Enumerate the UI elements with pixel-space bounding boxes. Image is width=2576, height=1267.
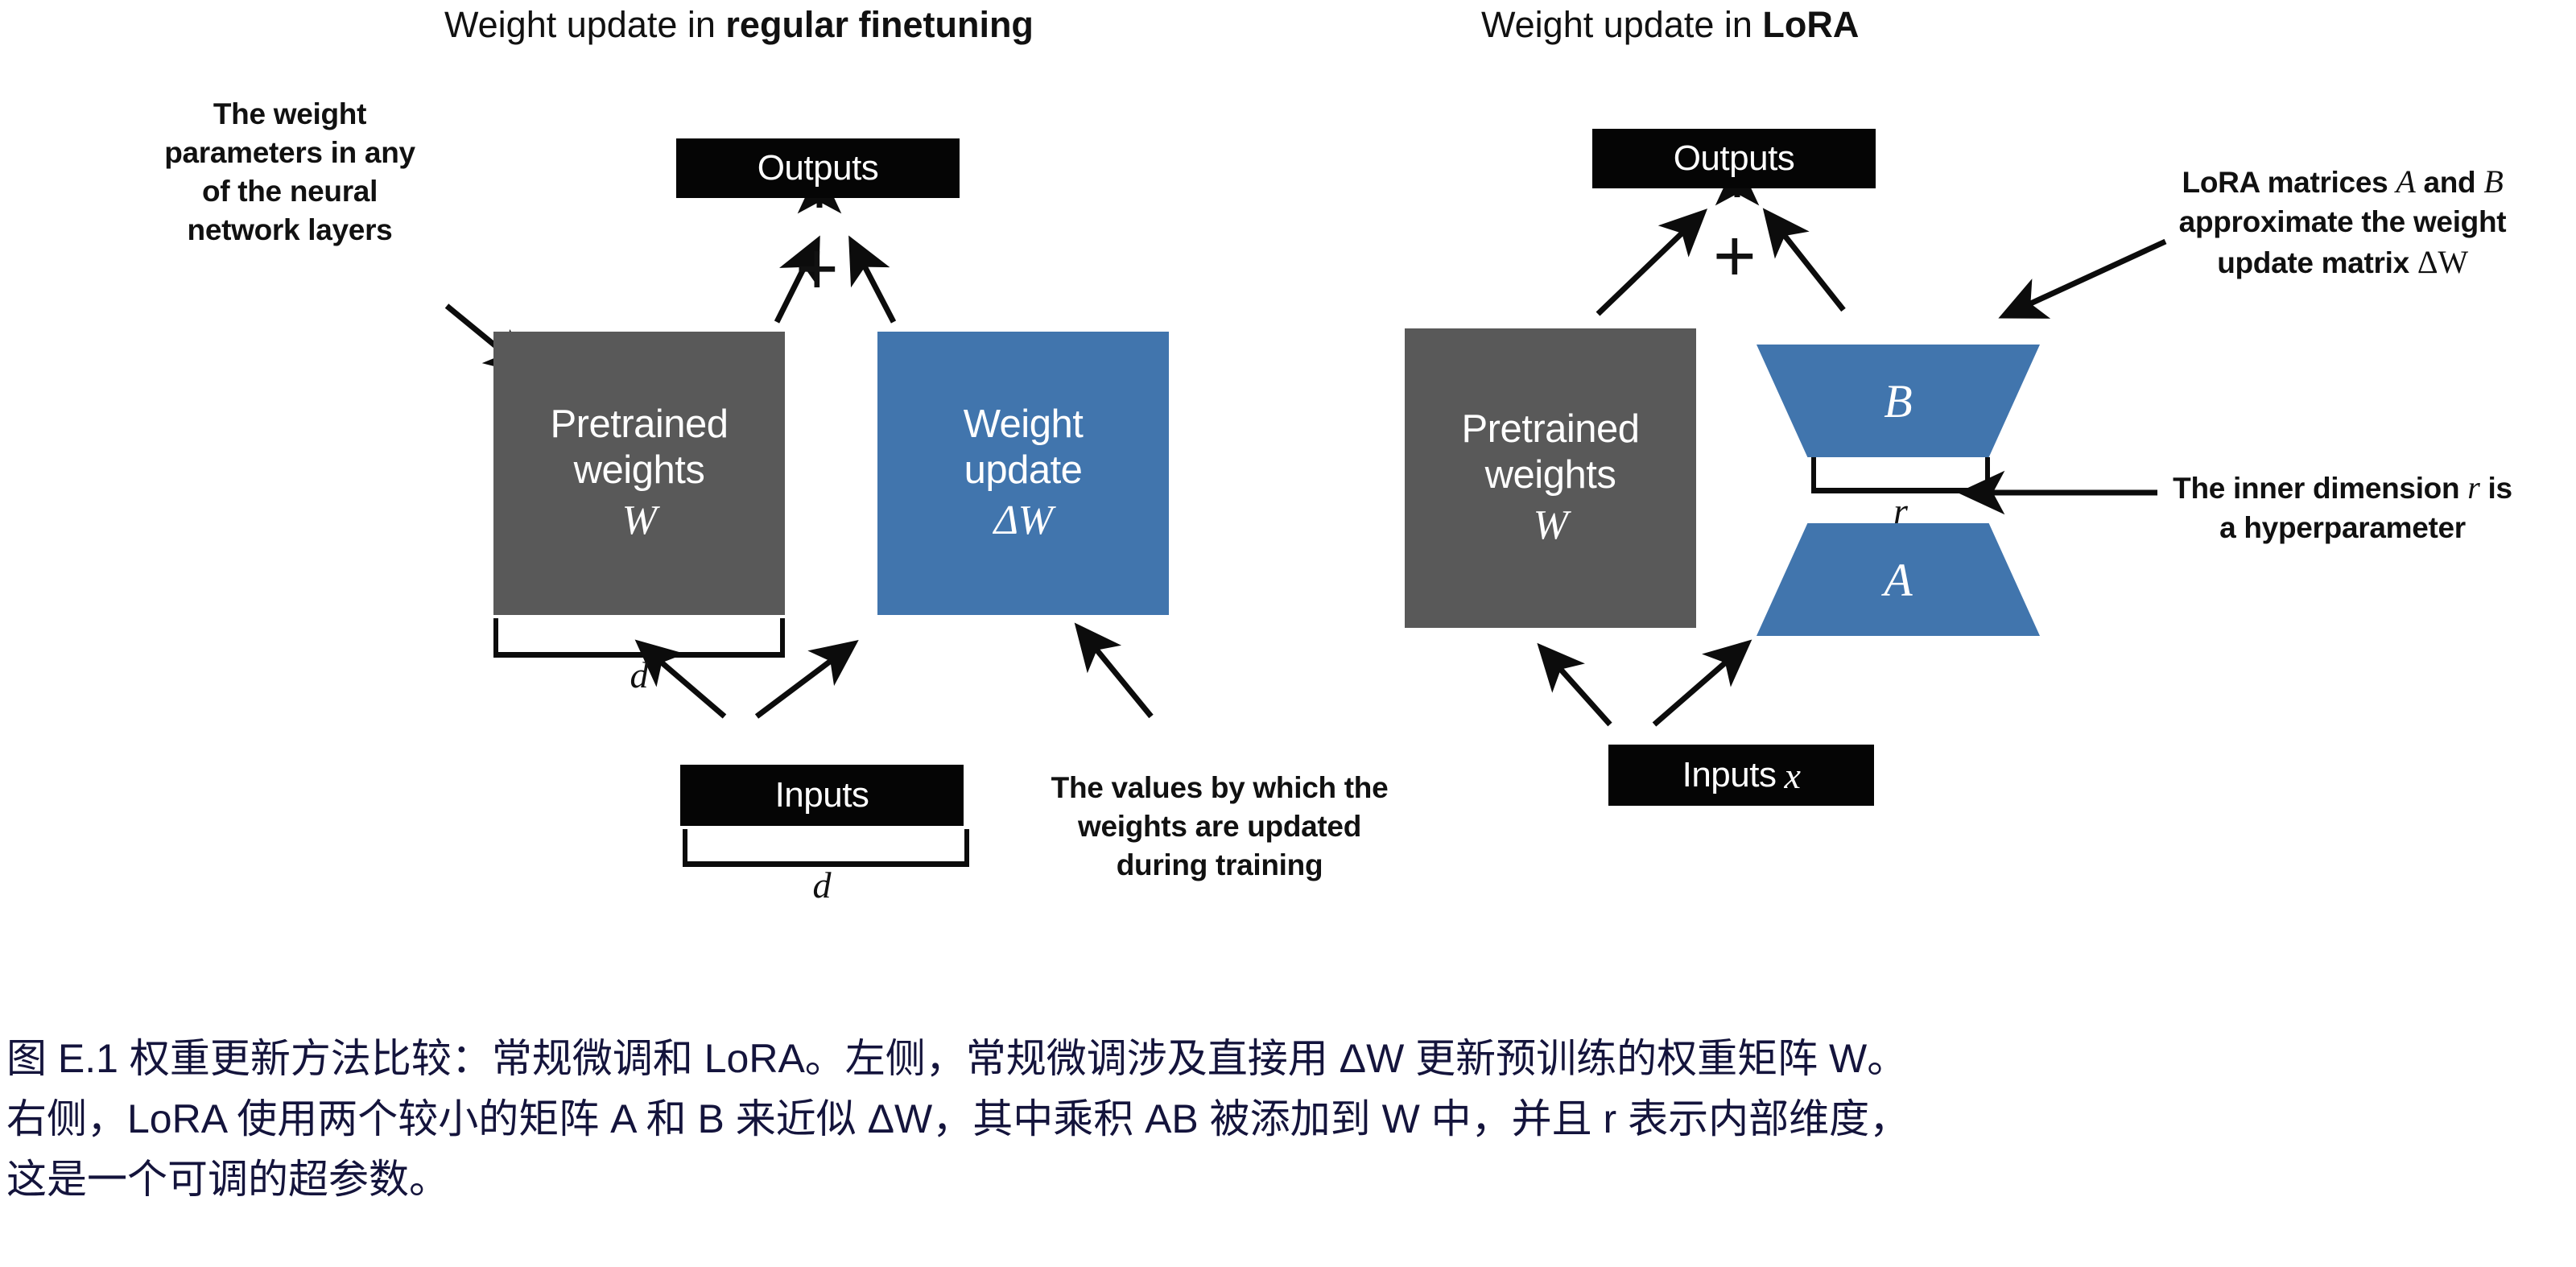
right-panel-title-bold: LoRA: [1762, 4, 1860, 45]
annotation-inner-dimension: The inner dimension r is a hyperparamete…: [2125, 467, 2560, 547]
annotation-lora-line-3: update matrix ΔW: [2125, 241, 2560, 283]
right-outputs-label: Outputs: [1673, 138, 1795, 178]
right-pretrained-weights-box: Pretrained weights W: [1405, 328, 1696, 628]
right-inputs-symbol: x: [1784, 754, 1801, 796]
annotation-inner-line-2: a hyperparameter: [2219, 511, 2466, 544]
annotation-inner-line-1-suffix: is: [2479, 472, 2513, 505]
right-panel-title: Weight update in LoRA: [1481, 6, 1859, 43]
inner-dim-bracket: [1811, 457, 1990, 493]
caption-line-1: 图 E.1 权重更新方法比较：常规微调和 LoRA。左侧，常规微调涉及直接用 Δ…: [6, 1036, 1908, 1081]
arrow-inputs-to-pretrained-right: [1537, 642, 1612, 727]
annotation-lora-symbol-b: B: [2483, 163, 2504, 200]
left-inputs-box: Inputs: [680, 765, 964, 826]
annotation-line-2: parameters in any: [164, 136, 415, 170]
caption-line-3: 这是一个可调的超参数。: [6, 1157, 449, 1202]
arrow-inputs-to-matrix-a: [1652, 639, 1752, 727]
arrow-pretrained-to-sum-right: [1596, 208, 1708, 316]
left-inputs-label: Inputs: [774, 775, 869, 815]
annotation-line-3: of the neural: [201, 175, 378, 208]
arrow-inputs-to-update: [754, 639, 859, 719]
left-update-line-1: Weight: [963, 402, 1084, 447]
matrix-b-trapezoid: B: [1757, 345, 2040, 457]
annotation-inner-symbol-r: r: [2467, 469, 2480, 506]
right-panel-title-prefix: Weight update in: [1481, 4, 1763, 45]
right-pretrained-line-1: Pretrained: [1461, 407, 1640, 452]
left-update-line-2: update: [964, 448, 1083, 492]
annotation-values-updated: The values by which the weights are upda…: [1006, 769, 1433, 885]
left-pretrained-weights-box: Pretrained weights W: [493, 332, 785, 615]
annotation-inner-line-1: The inner dimension r is: [2125, 467, 2560, 509]
annotation-line-4: network layers: [187, 213, 393, 247]
caption-line-2: 右侧，LoRA 使用两个较小的矩阵 A 和 B 来近似 ΔW，其中乘积 AB 被…: [6, 1096, 1910, 1141]
matrix-a-trapezoid: A: [1757, 523, 2040, 636]
annotation-lora-matrices: LoRA matrices A and B approximate the we…: [2125, 161, 2560, 283]
left-outputs-box: Outputs: [676, 138, 960, 198]
left-panel-title: Weight update in regular finetuning: [444, 6, 1034, 43]
arrow-annotation-to-update: [1074, 622, 1154, 719]
annotation-line-1: The weight: [213, 97, 367, 130]
arrow-matrix-b-to-sum: [1762, 208, 1846, 312]
annotation-lora-line-3-prefix: update matrix: [2217, 246, 2417, 280]
annotation-bottom-line-2: weights are updated: [1077, 810, 1362, 844]
annotation-lora-line-2: approximate the weight: [2178, 205, 2507, 238]
left-weight-update-box: Weight update ΔW: [877, 332, 1169, 615]
annotation-lora-line-1-prefix: LoRA matrices: [2182, 166, 2396, 199]
left-dim-label-weights: d: [630, 654, 649, 695]
left-pretrained-symbol: W: [621, 497, 657, 543]
annotation-lora-symbol-delta-w: ΔW: [2417, 244, 2468, 281]
right-inputs-label: Inputs: [1682, 755, 1777, 794]
right-outputs-box: Outputs: [1592, 129, 1876, 188]
annotation-bottom-line-1: The values by which the: [1051, 771, 1389, 804]
figure-caption: 图 E.1 权重更新方法比较：常规微调和 LoRA。左侧，常规微调涉及直接用 Δ…: [6, 1029, 2574, 1210]
right-pretrained-symbol: W: [1533, 501, 1568, 548]
left-dim-bracket-weights: [493, 618, 785, 658]
left-pretrained-line-2: weights: [573, 448, 705, 492]
left-pretrained-line-1: Pretrained: [550, 402, 729, 447]
annotation-lora-line-1-conj: and: [2415, 166, 2484, 199]
left-outputs-label: Outputs: [757, 148, 879, 188]
right-pretrained-line-2: weights: [1484, 452, 1616, 497]
left-panel-title-prefix: Weight update in: [444, 4, 726, 45]
left-dim-label-inputs: d: [812, 865, 832, 906]
left-dim-bracket-inputs: [683, 829, 969, 867]
arrow-annotation-to-matrix-b: [1998, 238, 2167, 319]
inner-dim-label: r: [1893, 490, 1908, 531]
right-sum-symbol: +: [1713, 215, 1757, 297]
annotation-bottom-line-3: during training: [1116, 848, 1323, 882]
annotation-lora-line-1: LoRA matrices A and B: [2125, 161, 2560, 203]
left-panel-title-bold: regular finetuning: [725, 4, 1034, 45]
annotation-weight-parameters: The weight parameters in any of the neur…: [121, 95, 459, 250]
annotation-lora-symbol-a: A: [2396, 163, 2416, 200]
left-update-symbol: ΔW: [993, 497, 1053, 543]
left-sum-symbol: +: [795, 228, 839, 310]
matrix-a-label: A: [1884, 553, 1913, 606]
arrow-update-to-sum: [848, 235, 897, 324]
annotation-inner-line-1-prefix: The inner dimension: [2173, 472, 2468, 505]
arrow-pretrained-to-sum: [774, 235, 820, 324]
matrix-b-label: B: [1884, 374, 1913, 427]
